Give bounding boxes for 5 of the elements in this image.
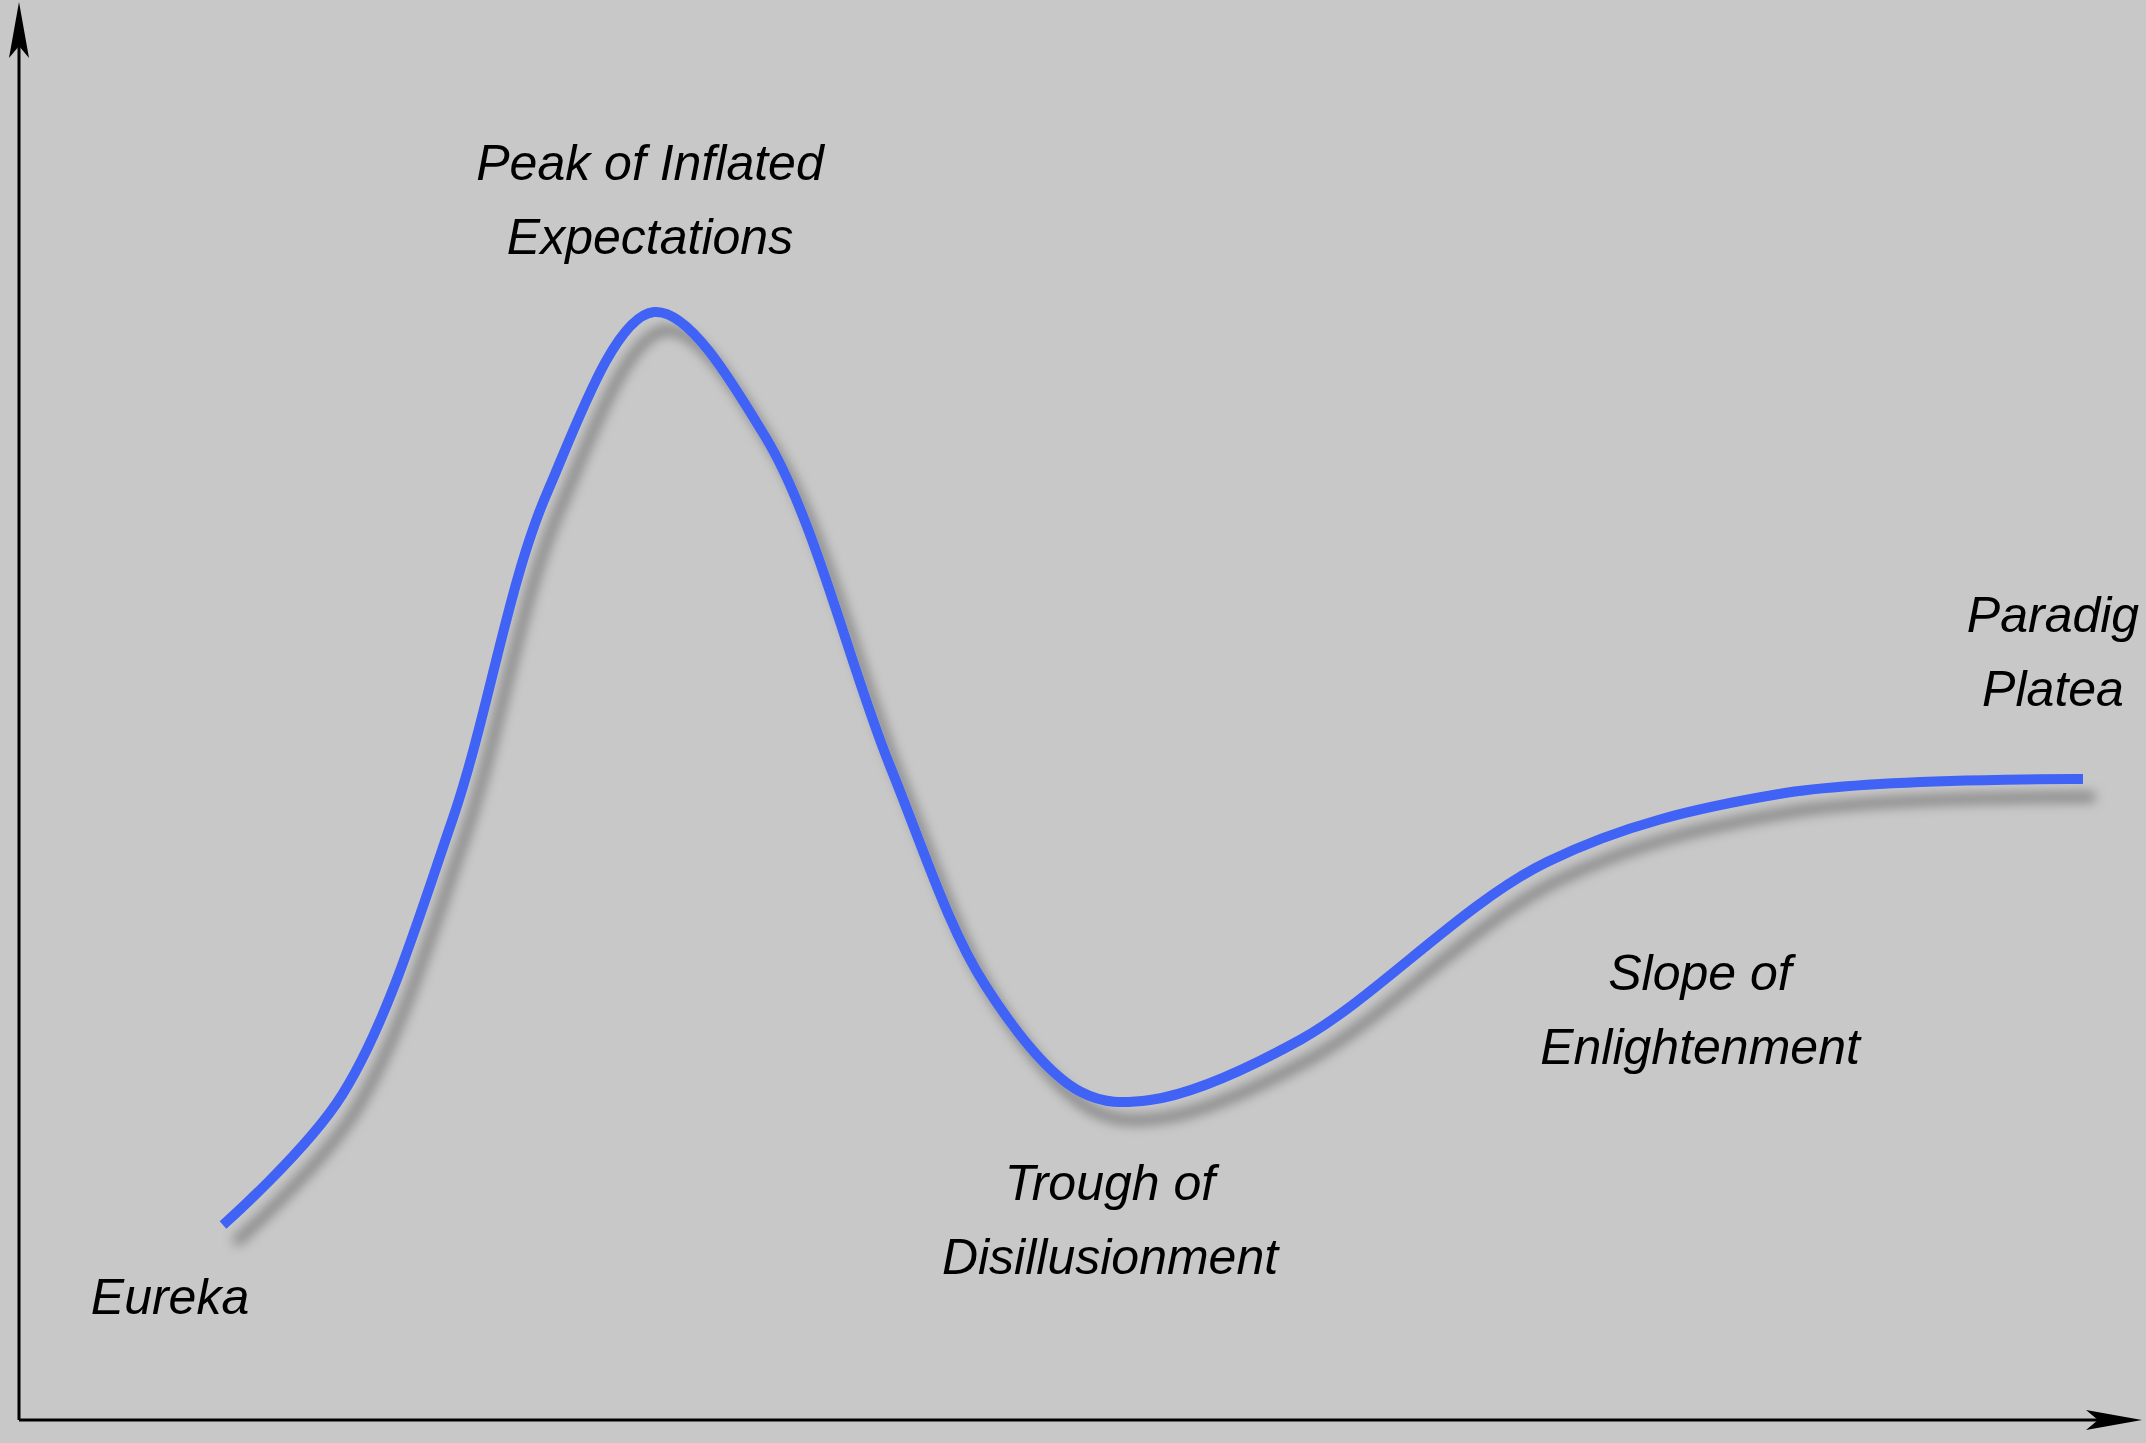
- stage-label: Eureka: [89, 1268, 251, 1327]
- stage-label: Slope of Enlightenment: [1539, 944, 1863, 1077]
- stage-label: Paradig Platea: [1965, 586, 2141, 719]
- stage-label: Peak of Inflated Expectations: [475, 134, 826, 267]
- stage-label: Trough of Disillusionment: [940, 1154, 1281, 1287]
